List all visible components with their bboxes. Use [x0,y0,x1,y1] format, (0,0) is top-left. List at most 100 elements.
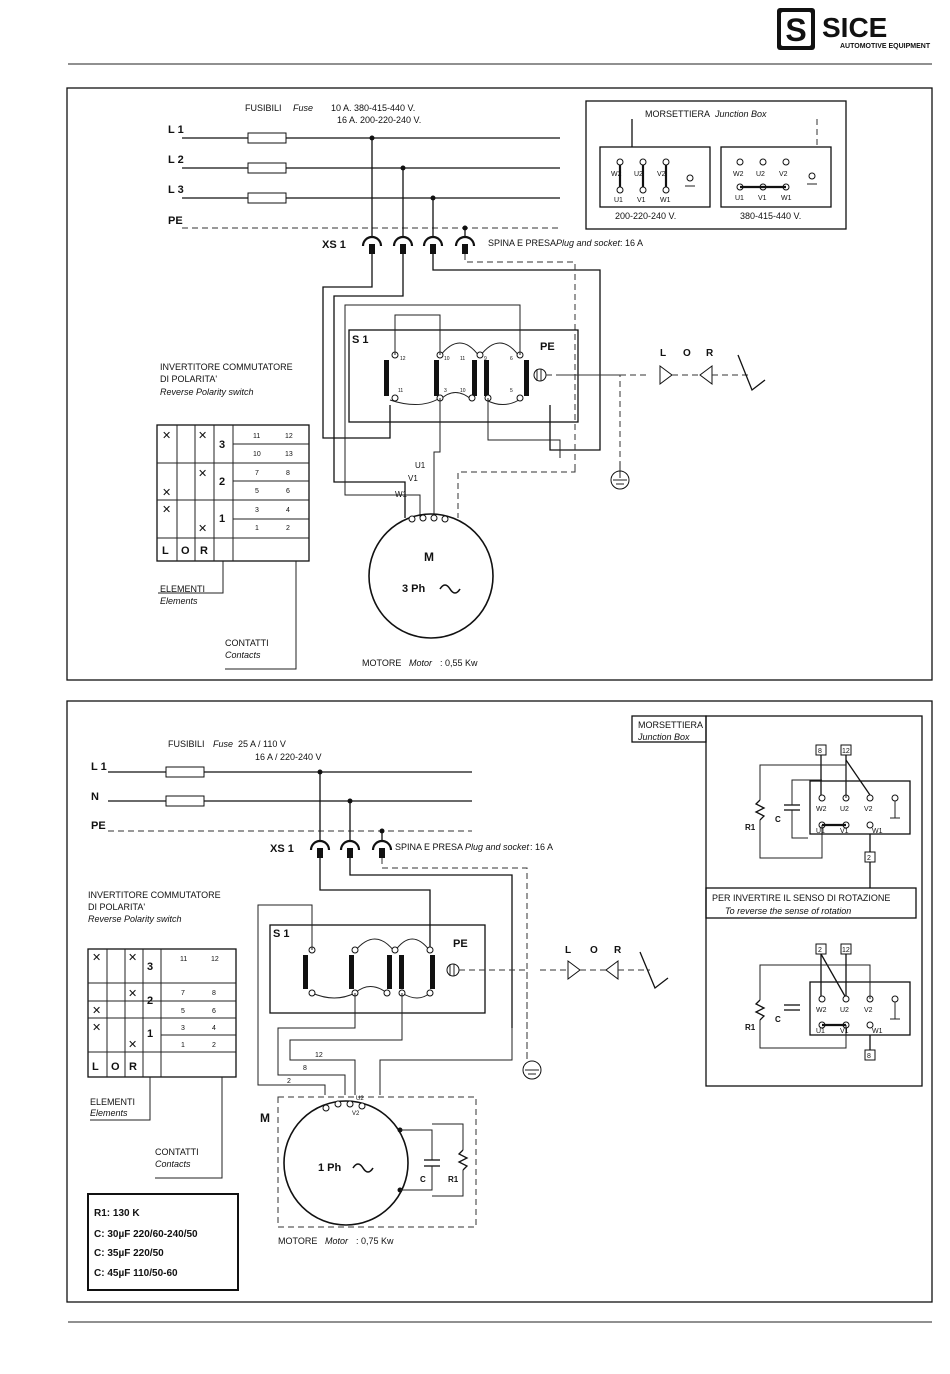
motor-label: MOTORE [362,658,401,668]
label-common-lor-1: O [181,545,190,557]
label-common-spina-val: : 16 A [530,842,553,852]
label-panel-top-switch-terms-bottom-0: 11 [398,388,403,394]
label-common-lor-2: R [706,348,714,359]
switch-s1-box [348,329,579,423]
line-l2: L 2 [168,154,184,166]
label-panel-top-wires-1: V1 [408,474,418,483]
label-panel-bottom-switch-pos-2: 1 [147,1028,153,1040]
label-common-lor-2: R [614,945,622,956]
label-common-lor-0: L [162,545,169,557]
specs-box [87,1193,239,1291]
spec-c3: C: 45µF 110/50-60 [94,1268,178,1279]
label-panel-top-jb-right-top-1: U2 [756,171,765,178]
panel-frame [66,87,933,681]
label-panel-bottom-switch-contacts-1-0: 7 [181,990,185,997]
ground-symbol-bottom [522,1060,542,1080]
contacts-label: CONTATTI [225,638,269,648]
label-panel-bottom-switch-contacts-1-1: 8 [212,990,216,997]
label-panel-bottom-switch-contacts-0-1: 12 [211,956,219,963]
jb-bottom-diagram-1 [754,744,911,888]
label-panel-bottom-lines-0: L 1 [91,761,107,773]
jb-title-en: Junction Box [714,109,767,119]
switch-title-1: INVERTITORE COMMUTATORE [160,362,293,372]
label-common-switch-title-2: DI POLARITA' [88,902,145,912]
label-common-x-mark: ✕ [92,1022,101,1034]
motor-single-phase [283,1100,469,1226]
plug-label-en: Plug and socket [556,238,621,248]
label-panel-bottom-motor-terms-1: V2 [352,1111,360,1117]
line-l3: L 3 [168,184,184,196]
label-common-lor-2: R [200,545,208,557]
contacts-label-en: Contacts [225,650,261,660]
label-panel-top-switch-contacts-3-0: 5 [255,488,259,495]
label-panel-bottom-jb-bottom-0: U1 [816,828,825,835]
label-panel-top-switch-terms-top-0: 12 [400,356,406,362]
label-panel-top-switch-contacts-4-1: 4 [286,507,290,514]
spec-r1: R1: 130 K [94,1208,140,1219]
label-common-x-mark: ✕ [162,504,171,516]
label-panel-bottom-motor-label-en: Motor [325,1236,349,1246]
label-panel-bottom-jb-top-0: W2 [816,806,827,813]
label-common-x-mark: ✕ [92,1005,101,1017]
label-common-lor-0: L [565,945,571,956]
logo-letter: S [785,12,806,48]
label-panel-bottom-wire-labels-1: 8 [303,1065,307,1072]
label-panel-bottom-switch-contacts-2-1: 6 [212,1008,216,1015]
label-panel-top-switch-contacts-1-1: 13 [285,451,293,458]
label-common-switch-title-en: Reverse Polarity switch [88,914,182,924]
panel-three-phase: FUSIBILI Fuse 10 A. 380-415-440 V. 16 A.… [66,87,933,681]
label-common-x-mark: ✕ [128,1039,137,1051]
switch-s1-label: S 1 [352,334,369,346]
label-panel-top-jb-left-bottom-2: W1 [660,197,671,204]
label-panel-bottom-jb-c: C [420,1175,426,1184]
jb-right-voltage: 380-415-440 V. [740,211,801,221]
jb-left-voltage: 200-220-240 V. [615,211,676,221]
label-common-contatti-en: Contacts [155,1159,191,1169]
ac-wave-icon-bottom [352,1163,374,1173]
plug-value: : 16 A [620,238,643,248]
label-panel-top-jb-left-top-2: V2 [657,171,666,178]
motor-m: M [424,550,434,564]
label-panel-top-switch-terms-bottom-1: 3 [444,388,447,394]
label-panel-top-jb-right-top-0: W2 [733,171,744,178]
jb-delta-terminals [616,158,695,194]
fuse-value-2b: 16 A / 220-240 V [255,752,322,762]
label-panel-bottom-jb-bottom-1: V1 [840,828,849,835]
elements-label-en: Elements [160,596,198,606]
label-panel-top-jb-left-top-1: U2 [634,171,643,178]
label-panel-bottom-jb-marker-mid: 2 [867,855,871,862]
label-panel-top-jb-right-bottom-1: V1 [758,195,767,202]
label-common-lor-1: O [683,348,691,359]
junction-box-top [585,100,847,230]
label-common-elementi-en: Elements [90,1108,128,1118]
label-common-lor-1: O [111,1061,120,1073]
label-panel-bottom-jb-r1: R1 [745,1023,756,1032]
label-panel-top-switch-contacts-2-0: 7 [255,470,259,477]
label-panel-top-switch-contacts-5-0: 1 [255,525,259,532]
motor-label-en: Motor [409,658,433,668]
switch-title-en: Reverse Polarity switch [160,387,254,397]
label-panel-bottom-switch-contacts-4-0: 1 [181,1042,185,1049]
label-common-x-mark: ✕ [128,988,137,1000]
switch-contacts-bottom [303,938,460,999]
switch-table-top [156,424,310,562]
label-common-x-mark: ✕ [162,487,171,499]
switch-title-2: DI POLARITA' [160,374,217,384]
label-panel-top-jb-left-top-0: W2 [611,171,622,178]
switch-contacts [384,342,547,405]
label-panel-bottom-jb-top-2: V2 [864,806,873,813]
label-panel-bottom-junction-box-en: Junction Box [637,732,690,742]
label-panel-bottom-jb-c: C [775,1015,781,1024]
label-common-switch-title-1: INVERTITORE COMMUTATORE [88,890,221,900]
label-panel-top-switch-terms-top-2: 11 [460,356,465,362]
label-panel-top-switch-contacts-1-0: 10 [253,451,261,458]
label-common-elementi: ELEMENTI [90,1097,135,1107]
selector-switch-symbol-bottom [540,951,669,990]
label-panel-top-switch-contacts-3-1: 6 [286,488,290,495]
label-panel-bottom-jb-top-0: W2 [816,1007,827,1014]
line-l1: L 1 [168,124,184,136]
line-pe: PE [168,215,183,227]
label-panel-bottom-jb-c: C [775,815,781,824]
label-panel-bottom-wire-labels-2: 2 [287,1078,291,1085]
